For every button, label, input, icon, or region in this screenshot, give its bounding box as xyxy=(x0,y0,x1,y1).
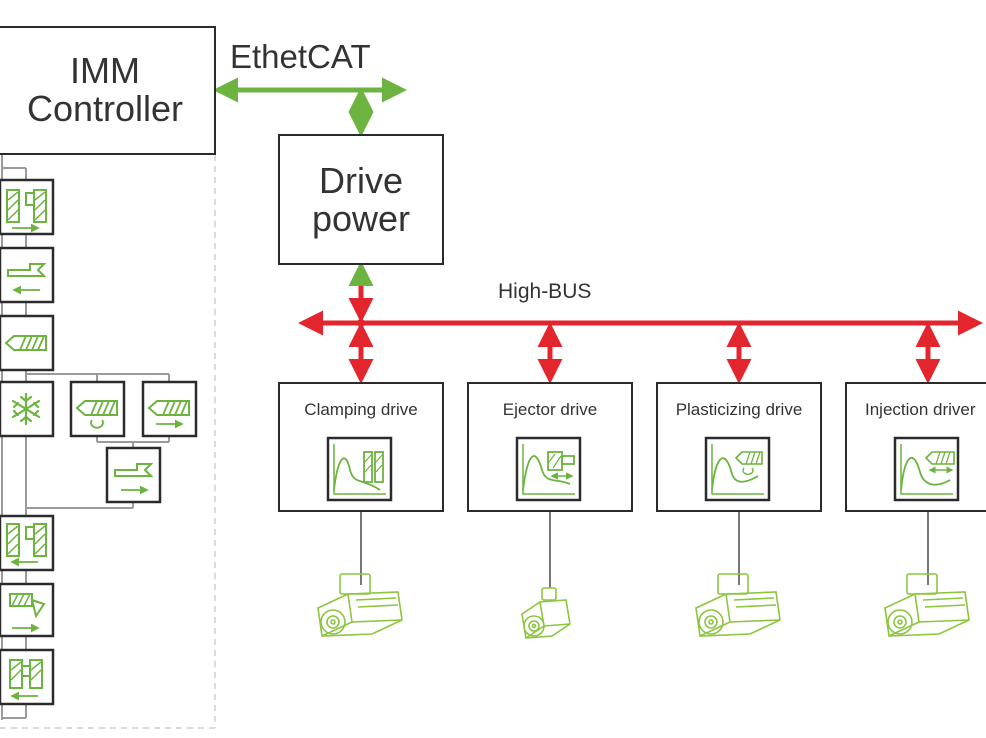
drive-power-box: Drive power xyxy=(278,134,444,265)
process-icons xyxy=(0,178,198,706)
controller-line1: IMM xyxy=(70,50,140,91)
cooling-snowflake-icon xyxy=(0,380,55,438)
clamping-drive-label: Clamping drive xyxy=(304,400,418,419)
drive-power-line1: Drive xyxy=(318,160,403,201)
mold-open-icon xyxy=(0,514,55,572)
drive-power-line2: power xyxy=(311,198,411,239)
mold-close-icon xyxy=(0,178,55,236)
plasticizing-drive-label: Plasticizing drive xyxy=(675,400,803,419)
ejector-motor-icon xyxy=(521,587,571,639)
ejector-drive-label: Ejector drive xyxy=(502,400,598,419)
injection-icon xyxy=(0,314,55,372)
plasticizing-drive-box: Plasticizing drive xyxy=(656,382,822,512)
screw-rotation-icon xyxy=(69,380,126,438)
ethercat-label: EthetCAT xyxy=(230,38,371,75)
ejector-drive-box: Ejector drive xyxy=(467,382,633,512)
controller-line2: Controller xyxy=(26,88,184,129)
injection-drive-label: Injection driver xyxy=(865,400,976,419)
clamping-drive-box: Clamping drive xyxy=(278,382,444,512)
high-bus-label: High-BUS xyxy=(498,280,592,303)
motors xyxy=(317,573,970,639)
mold-open-final-icon xyxy=(0,648,55,706)
screw-retract-icon xyxy=(141,380,198,438)
nozzle-back-icon xyxy=(105,446,162,504)
ejector-icon xyxy=(0,582,55,638)
plasticizing-motor-icon xyxy=(695,573,781,637)
injection-motor-icon xyxy=(884,573,970,637)
injection-drive-box: Injection driver xyxy=(845,382,986,512)
nozzle-forward-icon xyxy=(0,246,55,304)
clamping-motor-icon xyxy=(317,573,403,637)
imm-controller-box: IMM Controller xyxy=(0,26,216,155)
